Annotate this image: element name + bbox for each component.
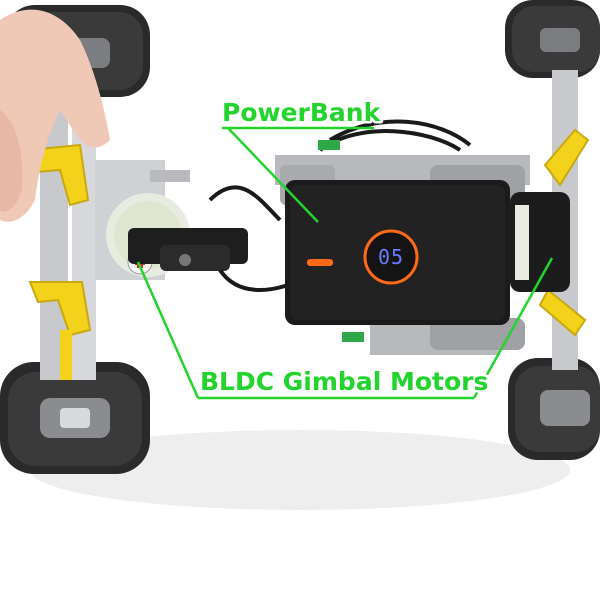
terminal-block-top: [318, 140, 340, 150]
orange-led: [307, 259, 333, 266]
servo-arm: [128, 228, 248, 271]
right-yellow-parts: [538, 128, 590, 337]
display-value: 05: [378, 245, 404, 269]
powerbank-pointer: [227, 127, 319, 223]
motors-label: BLDC Gimbal Motors: [200, 367, 488, 396]
motors-pointer-left: [136, 261, 200, 399]
right-bldc-motor: [510, 192, 570, 292]
hand: [0, 9, 110, 222]
powerbank-label: PowerBank: [222, 98, 382, 127]
terminal-block-bottom: [342, 332, 364, 342]
powerbank: 05: [285, 180, 510, 325]
display-ring: [363, 229, 419, 285]
wheel-rear-right: [508, 358, 600, 460]
annotation-lines: [136, 126, 554, 400]
wheel-front-right: [505, 0, 600, 78]
floor-shadow: [30, 430, 570, 510]
wheel-rear-left: [0, 362, 150, 474]
motors-pointer-right: [472, 257, 554, 399]
